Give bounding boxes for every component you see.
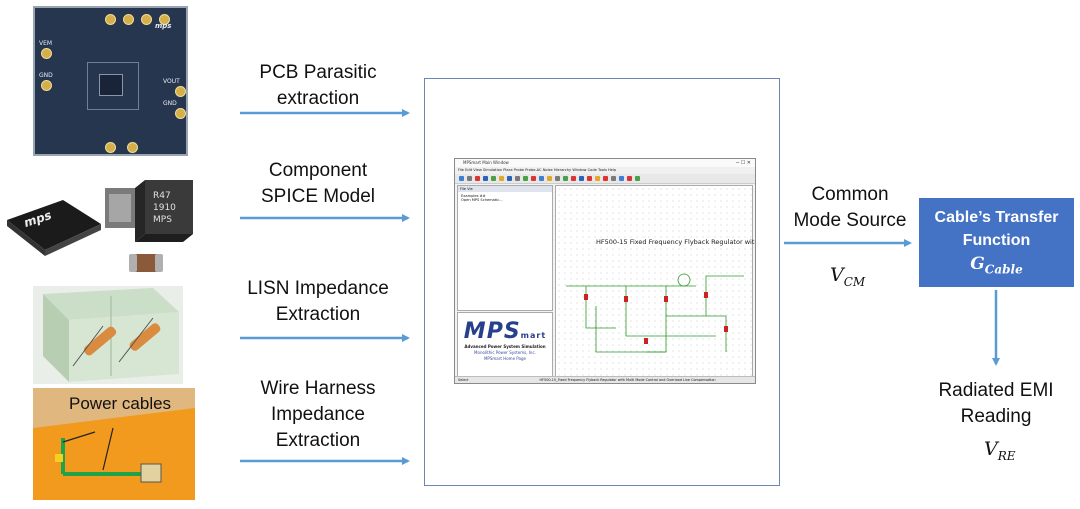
schematic-pane: HF500-15 Fixed Frequency Flyback Regulat…: [555, 185, 756, 378]
component-spice-label: Component SPICE Model: [260, 160, 376, 207]
svg-text:R47: R47: [153, 191, 171, 201]
status-bar: Select HF500-15_Fixed Frequency Flyback …: [455, 376, 755, 383]
mpsmart-logo-pane: MPSmart Advanced Power System Simulation…: [457, 312, 553, 378]
pcb-parasitic-label: PCB Parasitic extraction: [259, 62, 377, 109]
window-titlebar: MPSmart Main Window ─ ☐ ✕: [455, 159, 755, 167]
radiated-emi-label: Radiated EMI Reading: [938, 380, 1054, 427]
vre-label: VRE: [984, 438, 1016, 463]
component-image: mps R47 1910 MPS: [5, 158, 200, 282]
svg-text:MPS: MPS: [153, 215, 172, 225]
cable-transfer-function-box: Cable’s Transfer Function GCable: [919, 198, 1074, 287]
lisn-image: [33, 286, 183, 384]
window-toolbar: [455, 174, 755, 184]
pcb-board-image: VEM GND VOUT GND mps: [33, 6, 188, 156]
vcm-label: VCM: [830, 264, 866, 289]
wire-harness-image: Power cables: [33, 388, 195, 500]
power-cables-label: Power cables: [69, 394, 172, 413]
pcb-label-gnd-left: GND: [39, 72, 53, 79]
schematic-title: HF500-15 Fixed Frequency Flyback Regulat…: [596, 238, 756, 246]
lisn-impedance-label: LISN Impedance Extraction: [247, 278, 389, 325]
wire-harness-label: Wire Harness Impedance Extraction: [260, 378, 376, 451]
gcable-label: GCable: [970, 254, 1023, 277]
pcb-label-vout: VOUT: [163, 78, 180, 85]
pcb-label-gnd-right: GND: [163, 100, 177, 107]
simulator-window: MPSmart Main Window ─ ☐ ✕ File Edit View…: [454, 158, 756, 384]
file-browser-pane: File Vie Examples ## Open MPS Schematic.…: [457, 185, 553, 311]
pcb-label-vem: VEM: [39, 40, 53, 47]
mps-logo: MPSmart: [463, 319, 547, 344]
window-menubar: File Edit View Simulation Place Probe Pr…: [455, 167, 755, 174]
common-mode-source-label: Common Mode Source: [793, 184, 907, 231]
pcb-logo: mps: [155, 22, 172, 30]
svg-text:1910: 1910: [153, 203, 176, 213]
